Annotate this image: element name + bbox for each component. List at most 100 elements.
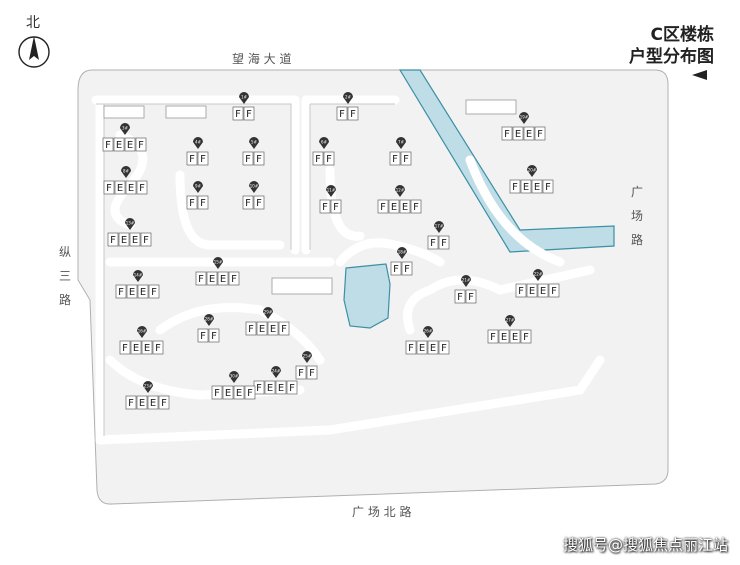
unit-block <box>523 126 535 141</box>
unit-block <box>399 199 411 214</box>
unit-type-label: F <box>298 368 304 379</box>
map-subtitle: 户型分布图 <box>629 47 714 67</box>
unit-type-label: F <box>256 383 262 394</box>
unit-block <box>186 195 198 210</box>
unit-type-label: E <box>391 202 397 213</box>
building-number: 7# <box>398 140 405 145</box>
unit-type-label: F <box>504 129 510 140</box>
building-pin-icon: 30# <box>229 371 239 383</box>
unit-type-label: F <box>441 238 447 249</box>
unit-type-label: F <box>105 140 111 151</box>
unit-type-label: E <box>523 182 529 193</box>
unit-type-label: E <box>512 332 518 343</box>
unit-type-label: F <box>211 331 217 342</box>
unit-block <box>520 329 532 344</box>
unit-block <box>243 106 255 121</box>
building-number: 25# <box>303 354 312 359</box>
unit-block <box>454 289 466 304</box>
building-pin-icon: 2# <box>343 92 353 104</box>
building-number: 18# <box>398 250 407 255</box>
unit-block <box>336 106 348 121</box>
unit-block <box>512 126 524 141</box>
unit-block <box>427 340 439 355</box>
unit-type-label: E <box>501 332 507 343</box>
watermark: 搜狐号@搜狐焦点丽江站 <box>562 536 728 554</box>
map-title: C区楼栋 <box>650 25 714 45</box>
unit-type-label: F <box>231 274 237 285</box>
unit-type-label: E <box>225 388 231 399</box>
building-number: 20# <box>528 168 537 173</box>
building-pin-icon: 26# <box>423 326 433 338</box>
unit-block <box>531 179 543 194</box>
unit-type-label: E <box>278 383 284 394</box>
unit-block <box>140 232 152 247</box>
unit-type-label: F <box>189 198 195 209</box>
unit-block <box>152 340 164 355</box>
building-number: 2# <box>345 95 352 100</box>
unit-block <box>253 195 265 210</box>
unit-type-label: F <box>248 324 254 335</box>
unit-type-label: F <box>537 129 543 140</box>
service-block <box>165 105 207 119</box>
building-pin-icon: 17# <box>434 221 444 233</box>
unit-block <box>405 340 417 355</box>
building-number: 28# <box>205 317 214 322</box>
unit-type-label: E <box>150 398 156 409</box>
building-number: 26# <box>424 329 433 334</box>
building-pin-icon: 21# <box>461 275 471 287</box>
unit-type-label: F <box>139 183 145 194</box>
unit-type-label: F <box>118 287 124 298</box>
lake <box>343 263 391 329</box>
unit-block <box>520 179 532 194</box>
building-number: 3# <box>122 126 129 131</box>
unit-block <box>242 195 254 210</box>
unit-type-label: E <box>267 383 273 394</box>
unit-type-label: F <box>256 198 262 209</box>
unit-type-label: F <box>339 109 345 120</box>
building-number: 19# <box>520 115 529 120</box>
unit-type-label: F <box>247 388 253 399</box>
unit-type-label: F <box>393 264 399 275</box>
unit-type-label: F <box>138 140 144 151</box>
unit-type-label: F <box>326 154 332 165</box>
building-number: 27# <box>506 318 515 323</box>
unit-type-label: E <box>270 324 276 335</box>
unit-block <box>438 235 450 250</box>
building-pin-icon: 19# <box>519 112 529 124</box>
building-number: 10# <box>250 184 259 189</box>
building-number: 22# <box>534 272 543 277</box>
unit-block <box>136 395 148 410</box>
unit-block <box>136 180 148 195</box>
building-number: 12# <box>396 188 405 193</box>
